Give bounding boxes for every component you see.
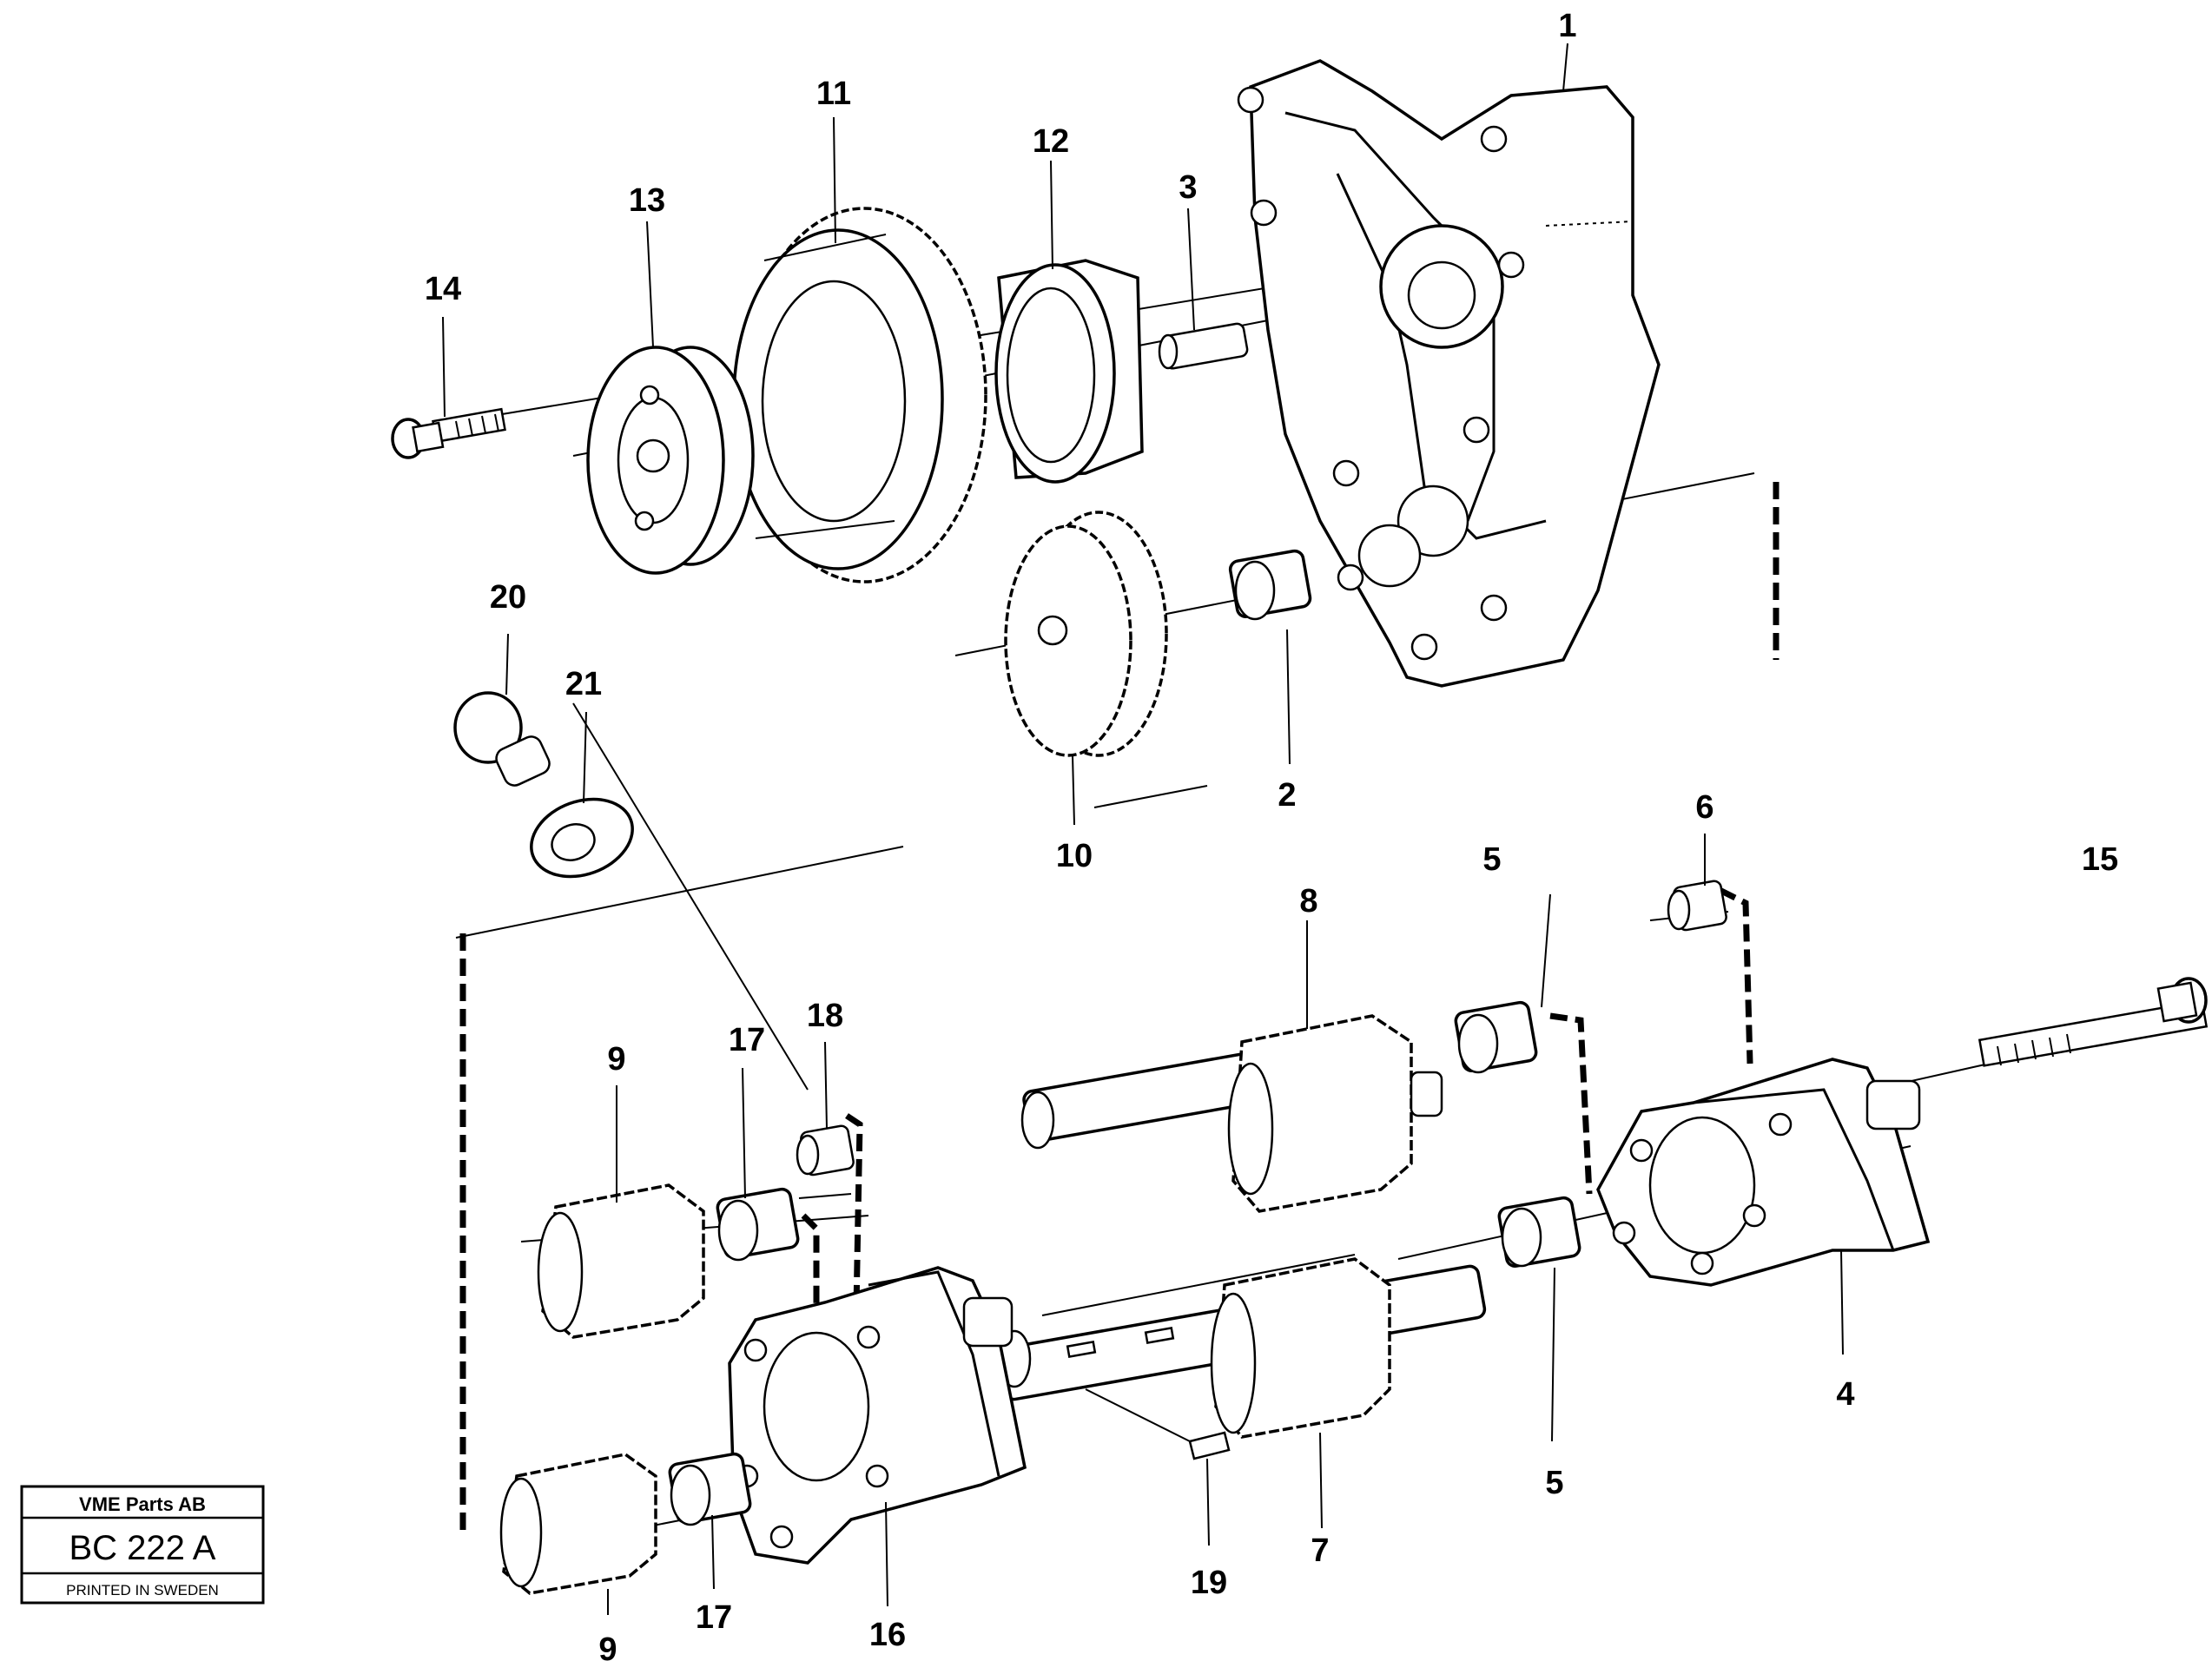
callout-11: 11 — [816, 76, 851, 112]
pump-housing-lower — [728, 1266, 1027, 1565]
seal-washer — [530, 797, 634, 879]
dowel-pin — [1158, 322, 1249, 370]
hub-ring — [994, 259, 1144, 484]
callout-7: 7 — [1311, 1532, 1329, 1569]
callout-16: 16 — [869, 1617, 906, 1653]
callout-9-lower: 9 — [598, 1631, 617, 1661]
leader-lines — [442, 43, 1844, 1615]
bushing-lower — [1497, 1196, 1581, 1268]
pulley-hub — [586, 346, 755, 575]
pump-housing-upper — [1596, 1058, 1931, 1287]
woodruff-key — [1188, 1431, 1231, 1460]
callout-12: 12 — [1033, 123, 1069, 160]
callout-18: 18 — [807, 998, 843, 1034]
dashed-connectors — [459, 482, 1780, 1537]
callout-21: 21 — [565, 666, 602, 702]
callout-5-lower: 5 — [1545, 1465, 1563, 1501]
callout-5-upper: 5 — [1482, 841, 1501, 878]
bushing-upper — [1454, 1000, 1538, 1074]
bushing-17-upper — [716, 1187, 800, 1262]
callout-15: 15 — [2082, 841, 2118, 878]
pulley-bolt — [391, 407, 506, 459]
callout-10: 10 — [1056, 838, 1093, 874]
callout-2: 2 — [1278, 777, 1296, 814]
callout-17-lower: 17 — [696, 1599, 732, 1636]
title-block-code: BC 222 A — [69, 1529, 215, 1567]
callout-labels: 1 2 3 4 5 5 6 7 8 9 9 10 11 12 13 14 15 … — [425, 8, 2118, 1661]
bushing-17-lower — [668, 1452, 752, 1526]
crankshaft-gear — [732, 207, 987, 583]
callout-9-upper: 9 — [607, 1041, 625, 1078]
title-block-company: VME Parts AB — [79, 1493, 206, 1515]
timing-gear-housing — [1237, 59, 1661, 688]
callout-8: 8 — [1299, 883, 1317, 919]
title-block: VME Parts AB BC 222 A PRINTED IN SWEDEN — [20, 1485, 265, 1605]
idler-bushing — [1228, 549, 1312, 621]
pump-gear-upper — [537, 1183, 705, 1339]
callout-13: 13 — [629, 182, 665, 219]
plug — [453, 691, 551, 787]
callout-4: 4 — [1836, 1376, 1854, 1413]
dowel-pin-upper — [1667, 880, 1727, 932]
callout-20: 20 — [490, 579, 526, 616]
dowel-pin-lower — [796, 1124, 855, 1177]
callout-14: 14 — [425, 271, 461, 307]
idler-gear — [1004, 511, 1168, 757]
drive-gear-shaft — [1020, 1014, 1443, 1213]
callout-19: 19 — [1191, 1565, 1227, 1601]
pump-bolt — [1978, 977, 2209, 1067]
callout-17-upper: 17 — [729, 1022, 765, 1058]
pump-gear-lower — [499, 1453, 657, 1595]
pump-shaft-gear — [997, 1257, 1487, 1439]
title-block-printed: PRINTED IN SWEDEN — [66, 1582, 219, 1598]
callout-1: 1 — [1558, 8, 1576, 44]
callout-3: 3 — [1179, 169, 1197, 206]
callout-6: 6 — [1695, 789, 1713, 826]
